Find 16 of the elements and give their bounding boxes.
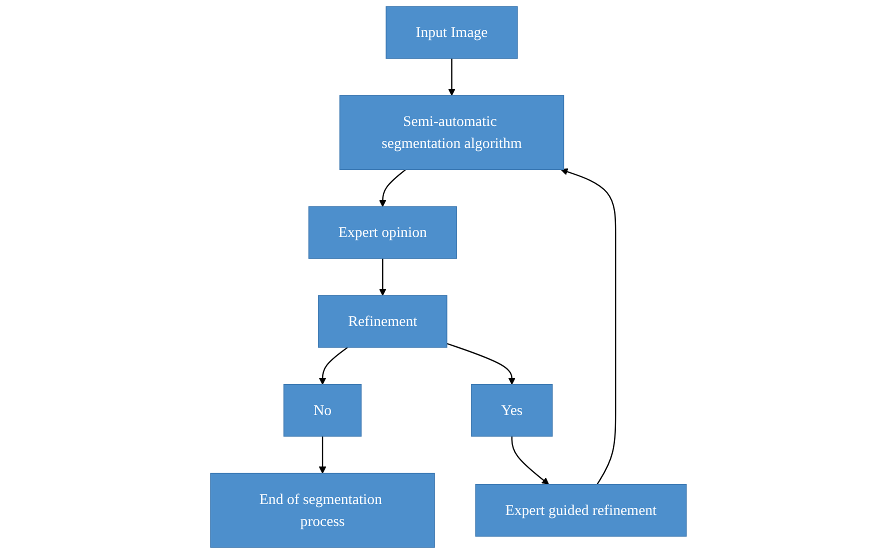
arrow — [378, 258, 386, 296]
node-box: Yes — [470, 384, 552, 437]
node-box: End of segmentation process — [210, 472, 434, 548]
arrow — [510, 436, 549, 485]
arrow — [448, 58, 455, 96]
arrow — [378, 169, 406, 207]
arrow — [318, 346, 348, 385]
node-box: Expert guided refinement — [474, 484, 686, 537]
arrow — [446, 342, 516, 385]
node-box: Semi-automatic segmentation algorithm — [338, 95, 564, 170]
node-box: Refinement — [318, 295, 447, 348]
node-box: No — [282, 384, 362, 437]
node-box: Expert opinion — [308, 206, 456, 259]
arrow — [560, 168, 616, 485]
node-box: Input Image — [385, 6, 518, 59]
arrow — [318, 436, 326, 474]
